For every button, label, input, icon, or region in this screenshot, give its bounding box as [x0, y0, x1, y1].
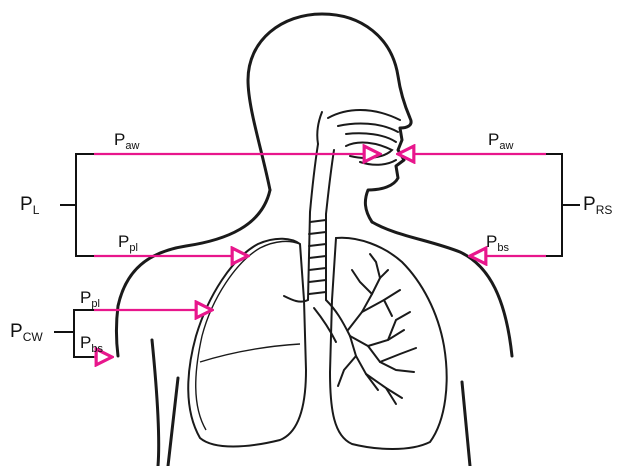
label-pbs-lower: Pbs	[80, 333, 103, 355]
left-shoulder-outline	[117, 190, 271, 356]
pressure-arrows	[94, 154, 546, 357]
body-outline	[117, 14, 513, 466]
right-torso-line	[462, 382, 470, 466]
label-ppl-lower: Ppl	[80, 288, 100, 310]
label-ppl-upper: Ppl	[118, 232, 138, 254]
label-pl: PL	[20, 194, 40, 217]
prs-bracket	[544, 154, 580, 256]
label-paw-left: Paw	[114, 130, 139, 152]
left-arm-inner	[152, 340, 159, 466]
label-prs: PRS	[583, 194, 612, 217]
left-lung-outline	[188, 239, 306, 447]
left-torso-line	[168, 378, 178, 466]
label-pbs-right: Pbs	[486, 232, 509, 254]
label-pcw: PCW	[10, 321, 43, 344]
label-paw-right: Paw	[488, 130, 513, 152]
pl-bracket	[60, 154, 100, 256]
